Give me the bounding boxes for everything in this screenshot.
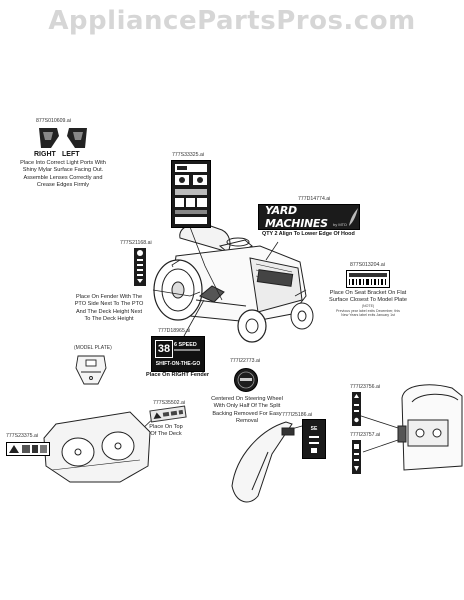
steering-wheel-drawing: [231, 421, 295, 503]
tractor-drawing: [153, 223, 314, 343]
deck-warning-icon: [153, 409, 184, 420]
control-symbols-icon: [175, 164, 207, 224]
part-number: 777S35502.ai: [153, 400, 186, 406]
shift-decal-text: SE: [310, 426, 318, 432]
left-lens-label: LEFT: [62, 151, 80, 158]
light-lens-icon: [39, 128, 87, 148]
part-number: 777I23757.ai: [350, 432, 381, 438]
shift-pattern-icon: [309, 436, 319, 453]
steering-wheel-cap-decal: [234, 368, 258, 392]
right-fender-note: Place On RIGHT Fender: [146, 372, 210, 378]
watermark: AppliancePartsPros.com: [48, 6, 416, 36]
steering-wheel-note: Centered On Steering Wheel With Only Hal…: [211, 396, 283, 424]
deck-warning-decal: [6, 442, 50, 456]
part-number: 777D14774.ai: [298, 196, 331, 202]
seat-bracket-decal: [346, 270, 390, 288]
part-number: 777D18965.ai: [158, 328, 191, 334]
barcode-icon: [349, 273, 387, 285]
light-lens-decals: [35, 126, 91, 150]
deck-top-note: Place On Top Of The Deck: [149, 424, 183, 438]
part-number: 777S21168.ai: [120, 240, 152, 246]
speed-decal: 38 6 SPEED SHIFT-ON-THE-GO: [151, 336, 205, 372]
throttle-decal: [352, 392, 361, 426]
model-plate-bracket: [75, 355, 107, 385]
part-number: 777S33325.ai: [172, 152, 205, 158]
seat-bracket-small-note: (NOTE) Previous year label exits Decembe…: [336, 304, 400, 318]
lever-icon: [354, 444, 359, 471]
warning-triangle-icon: [9, 445, 47, 453]
pto-deck-height-icon: [137, 250, 143, 283]
speed-number: 38: [155, 340, 173, 358]
dash-control-decal: [171, 160, 211, 228]
shift-decal: SE: [302, 419, 326, 459]
leaf-logo-icon: [349, 208, 358, 226]
fender-placement-note: Place On Fender With The PTO Side Next T…: [74, 294, 144, 322]
brand-sub-text: by MTD: [333, 222, 347, 227]
steering-cap-icon: [237, 371, 255, 389]
speed-sub-bar: [174, 349, 200, 351]
brand-logo-text: YARD MACHINES: [265, 204, 328, 230]
yard-machines-decal: YARD MACHINES by MTD: [258, 204, 360, 230]
part-number: 777I25186.ai: [282, 412, 313, 418]
shift-on-the-go-text: SHIFT-ON-THE-GO: [155, 361, 201, 367]
model-plate-label: (MODEL PLATE): [74, 345, 112, 351]
part-number: 877S013204.ai: [350, 262, 385, 268]
part-number: 877S010609.ai: [36, 118, 71, 124]
deck-strip-decal: [149, 405, 187, 423]
right-lens-label: RIGHT: [34, 151, 56, 158]
light-lens-note: Place Into Correct Light Ports With Shin…: [20, 160, 106, 188]
speed-text: 6 SPEED: [174, 342, 197, 348]
qty-align-note: QTY 2 Align To Lower Edge Of Hood: [262, 231, 355, 237]
throttle-icon: [354, 394, 359, 423]
lever-decal: [352, 440, 361, 474]
part-number: 777I23756.ai: [350, 384, 381, 390]
part-number: 777S23375.ai: [6, 433, 39, 439]
part-number: 777I22773.ai: [230, 358, 261, 364]
seat-bracket-note: Place On Seat Bracket On Flat Surface Cl…: [329, 290, 407, 304]
dash-drawing: [397, 384, 463, 471]
mower-deck-drawing: [43, 411, 151, 483]
deck-height-decal: [134, 248, 146, 286]
